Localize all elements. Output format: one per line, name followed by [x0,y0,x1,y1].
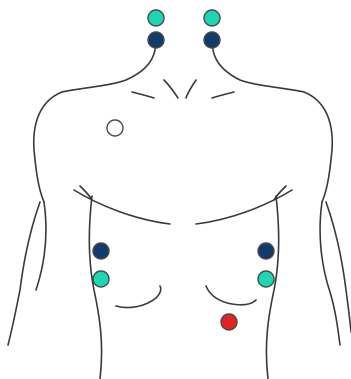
electrode-flank-left-upper[interactable] [93,243,109,259]
electrode-flank-left-lower[interactable] [93,271,109,287]
left-armpit-mark [80,186,92,200]
right-armpit-mark [274,186,286,200]
electrode-abdomen-right[interactable] [221,314,237,330]
right-clavicle-mark [212,92,234,98]
left-arm-outer-line [8,202,40,345]
electrode-flank-right-lower[interactable] [258,271,274,287]
sternal-notch-right [186,80,196,98]
neck-left-line [62,40,156,92]
left-rib-line [116,286,161,308]
sternal-notch-left [164,80,178,98]
neck-right-line [212,40,304,92]
right-rib-line [206,286,256,305]
electrode-chest-upper-left[interactable] [107,120,123,136]
electrode-neck-left-lower[interactable] [148,32,164,48]
electrode-neck-left-upper[interactable] [148,10,164,26]
right-shoulder-line [304,92,332,202]
electrode-flank-right-upper[interactable] [258,243,274,259]
right-arm-inner-line [320,202,340,345]
electrode-neck-right-lower[interactable] [204,32,220,48]
left-arm-inner-line [36,202,46,290]
electrode-neck-right-upper[interactable] [204,10,220,26]
left-shoulder-line [34,92,62,202]
right-torso-side [266,196,278,379]
left-clavicle-mark [132,92,154,98]
right-arm-outer-line [326,202,351,332]
